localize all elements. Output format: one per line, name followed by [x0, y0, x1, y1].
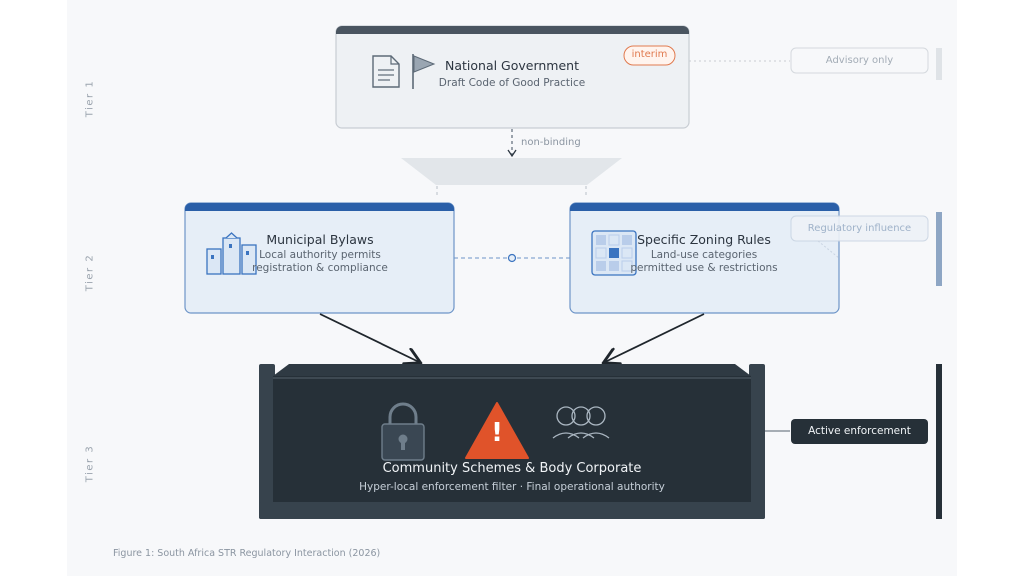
regulatory-pill-frame: [790, 215, 929, 242]
zoning-subtitle-1: Land-use categories: [650, 249, 758, 261]
advisory-only-label: Advisory only: [825, 55, 894, 66]
warning-glyph: !: [491, 418, 503, 448]
community-title: Community Schemes & Body Corporate: [382, 461, 642, 476]
regulatory-influence-label: Regulatory influence: [807, 223, 912, 234]
zoning-grid-icon: [591, 230, 637, 276]
interim-badge-frame: [623, 45, 676, 66]
municipal-title: Municipal Bylaws: [266, 232, 374, 247]
advisory-pill-frame: [790, 47, 929, 74]
tier-2-label: Tier 2: [84, 253, 96, 292]
tier3-side-bar: [936, 364, 942, 519]
lock-icon: [381, 402, 425, 461]
tier1-side-bar: [936, 48, 942, 80]
enforcement-pill-frame: [791, 419, 928, 444]
interim-badge: interim: [631, 49, 668, 60]
zoning-title: Specific Zoning Rules: [637, 232, 771, 247]
warning-icon: [465, 402, 529, 459]
national-title: National Government: [444, 58, 579, 73]
active-enforcement-label: Active enforcement: [808, 425, 911, 437]
national-subtitle: Draft Code of Good Practice: [438, 77, 586, 89]
funnel-shape: [401, 158, 622, 185]
tier2-side-bar: [936, 212, 942, 286]
national-government-box: [335, 25, 690, 129]
non-binding-label: non-binding: [521, 137, 581, 148]
municipal-subtitle-1: Local authority permits: [259, 249, 381, 261]
arrow-municipal-to-community: [319, 313, 419, 362]
figure-caption: Figure 1: South Africa STR Regulatory In…: [113, 548, 381, 559]
buildings-icon: [206, 232, 257, 275]
municipal-bylaws-box: [184, 202, 455, 314]
community-subtitle: Hyper-local enforcement filter · Final o…: [359, 481, 665, 493]
flag-icon: [412, 54, 436, 89]
tier-3-label: Tier 3: [84, 444, 96, 483]
arrow-zoning-to-community: [605, 313, 705, 362]
document-icon: [372, 55, 400, 88]
link-node-icon: [507, 253, 517, 263]
municipal-subtitle-2: registration & compliance: [252, 262, 388, 274]
zoning-subtitle-2: permitted use & restrictions: [630, 262, 778, 274]
tier-1-label: Tier 1: [84, 79, 96, 118]
people-icon: [552, 406, 610, 439]
